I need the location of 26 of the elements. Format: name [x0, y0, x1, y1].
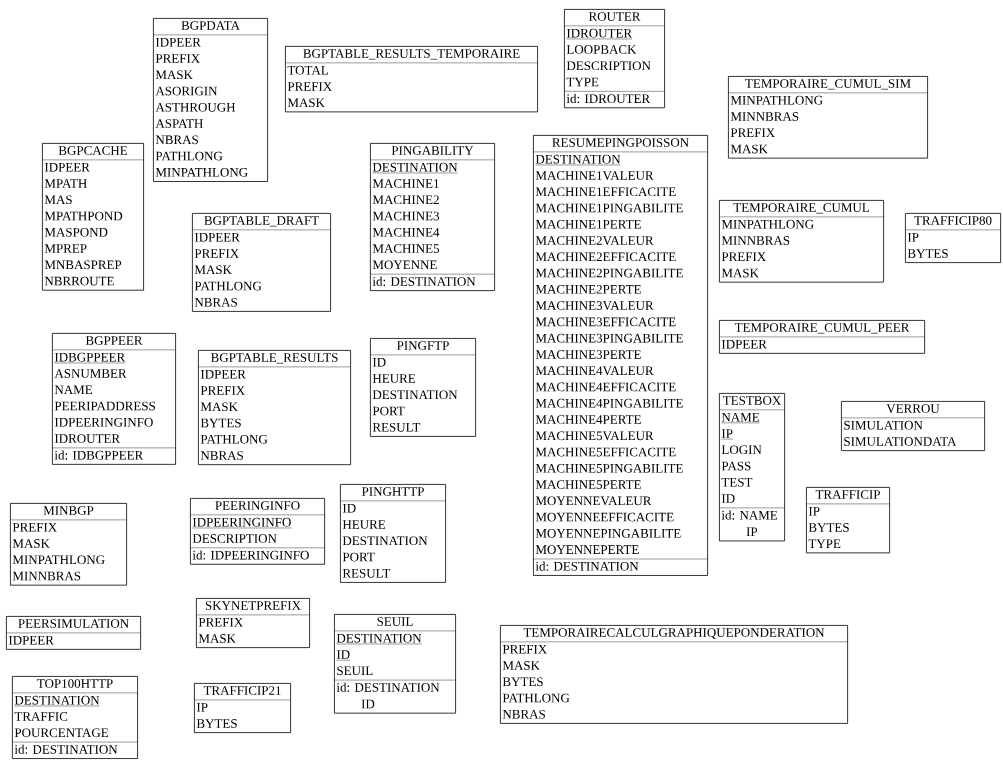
- entity-table: BGPDATA IDPEER PREFIX MASK ASORIGIN ASTHROUGH ASPATH NBRAS PATHLONG MINPATHLONG: [153, 18, 268, 182]
- entity-table: TEMPORAIRE_CUMUL MINPATHLONG MINNBRAS PREFIX MASK: [719, 200, 884, 283]
- entity-table: BGPPEER IDBGPPEER ASNUMBER NAME PEERIPADDRESS IDPEERINGINFO IDROUTER id: IDBGPPEER: [52, 333, 176, 465]
- entity-table: VERROU SIMULATION SIMULATIONDATA: [841, 401, 985, 451]
- entity-table: TOP100HTTP DESTINATION TRAFFIC POURCENTAGE id: DESTINATION: [12, 676, 138, 759]
- entity-table: BGPTABLE_DRAFT IDPEER PREFIX MASK PATHLONG NBRAS: [192, 213, 331, 312]
- entity-table: MINBGP PREFIX MASK MINPATHLONG MINNBRAS: [10, 503, 127, 586]
- entity-table: TRAFFICIP80 IP BYTES: [905, 213, 1001, 263]
- entity-table: PEERSIMULATION IDPEER: [6, 616, 141, 650]
- entity-table: PINGFTP ID HEURE DESTINATION PORT RESULT: [370, 338, 476, 437]
- entity-table: ROUTER IDROUTER LOOPBACK DESCRIPTION TYPE id: IDROUTER: [564, 9, 665, 109]
- entity-table: PINGABILITY DESTINATION MACHINE1 MACHINE2 MACHINE3 MACHINE4 MACHINE5 MOYENNE id: DESTINATION: [370, 143, 495, 291]
- entity-table: TRAFFICIP21 IP BYTES: [194, 683, 291, 733]
- entity-table: PEERINGINFO IDPEERINGINFO DESCRIPTION id: IDPEERINGINFO: [190, 498, 325, 565]
- entity-table: SKYNETPREFIX PREFIX MASK: [196, 598, 310, 648]
- entity-table: TEMPORAIRE_CUMUL_PEER IDPEER: [719, 320, 925, 354]
- entity-table: TEMPORAIRE_CUMUL_SIM MINPATHLONG MINNBRAS PREFIX MASK: [728, 76, 928, 159]
- entity-table: TRAFFICIP IP BYTES TYPE: [806, 487, 890, 554]
- entity-table: TESTBOX NAME IP LOGIN PASS TEST ID id: NAME IP: [719, 393, 785, 542]
- entity-table: RESUMEPINGPOISSON DESTINATION MACHINE1VALEUR MACHINE1EFFICACITE MACHINE1PINGABILITE MACHINE1PERTE MACHINE2VALEUR MACHINE2EFFICACITE MACHINE2PINGABILITE MACHINE2PERTE MACHINE3VALEUR MACHINE3EFFICACITE MACHINE3PINGABILITE MACHINE3PERTE MACHINE4VALEUR MACHINE4EFFICACITE MACHINE4PINGABILITE MACHINE4PERTE MACHINE5VALEUR MACHINE5EFFICACITE MACHINE5PINGABILITE MACHINE5PERTE MOYENNEVALEUR MOYENNEEFFICACITE MOYENNEPINGABILITE MOYENNEPERTE id: DESTINATION: [533, 135, 708, 576]
- entity-table: BGPTABLE_RESULTS IDPEER PREFIX MASK BYTES PATHLONG NBRAS: [198, 350, 351, 466]
- entity-table: SEUIL DESTINATION ID SEUIL id: DESTINATION ID: [334, 614, 456, 714]
- entity-table: PINGHTTP ID HEURE DESTINATION PORT RESULT: [340, 484, 446, 583]
- entity-table: TEMPORAIRECALCULGRAPHIQUEPONDERATION PREFIX MASK BYTES PATHLONG NBRAS: [500, 625, 848, 724]
- entity-table: BGPCACHE IDPEER MPATH MAS MPATHPOND MASPOND MPREP MNBASPREP NBRROUTE: [42, 143, 144, 291]
- entity-table: BGPTABLE_RESULTS_TEMPORAIRE TOTAL PREFIX MASK: [285, 46, 538, 113]
